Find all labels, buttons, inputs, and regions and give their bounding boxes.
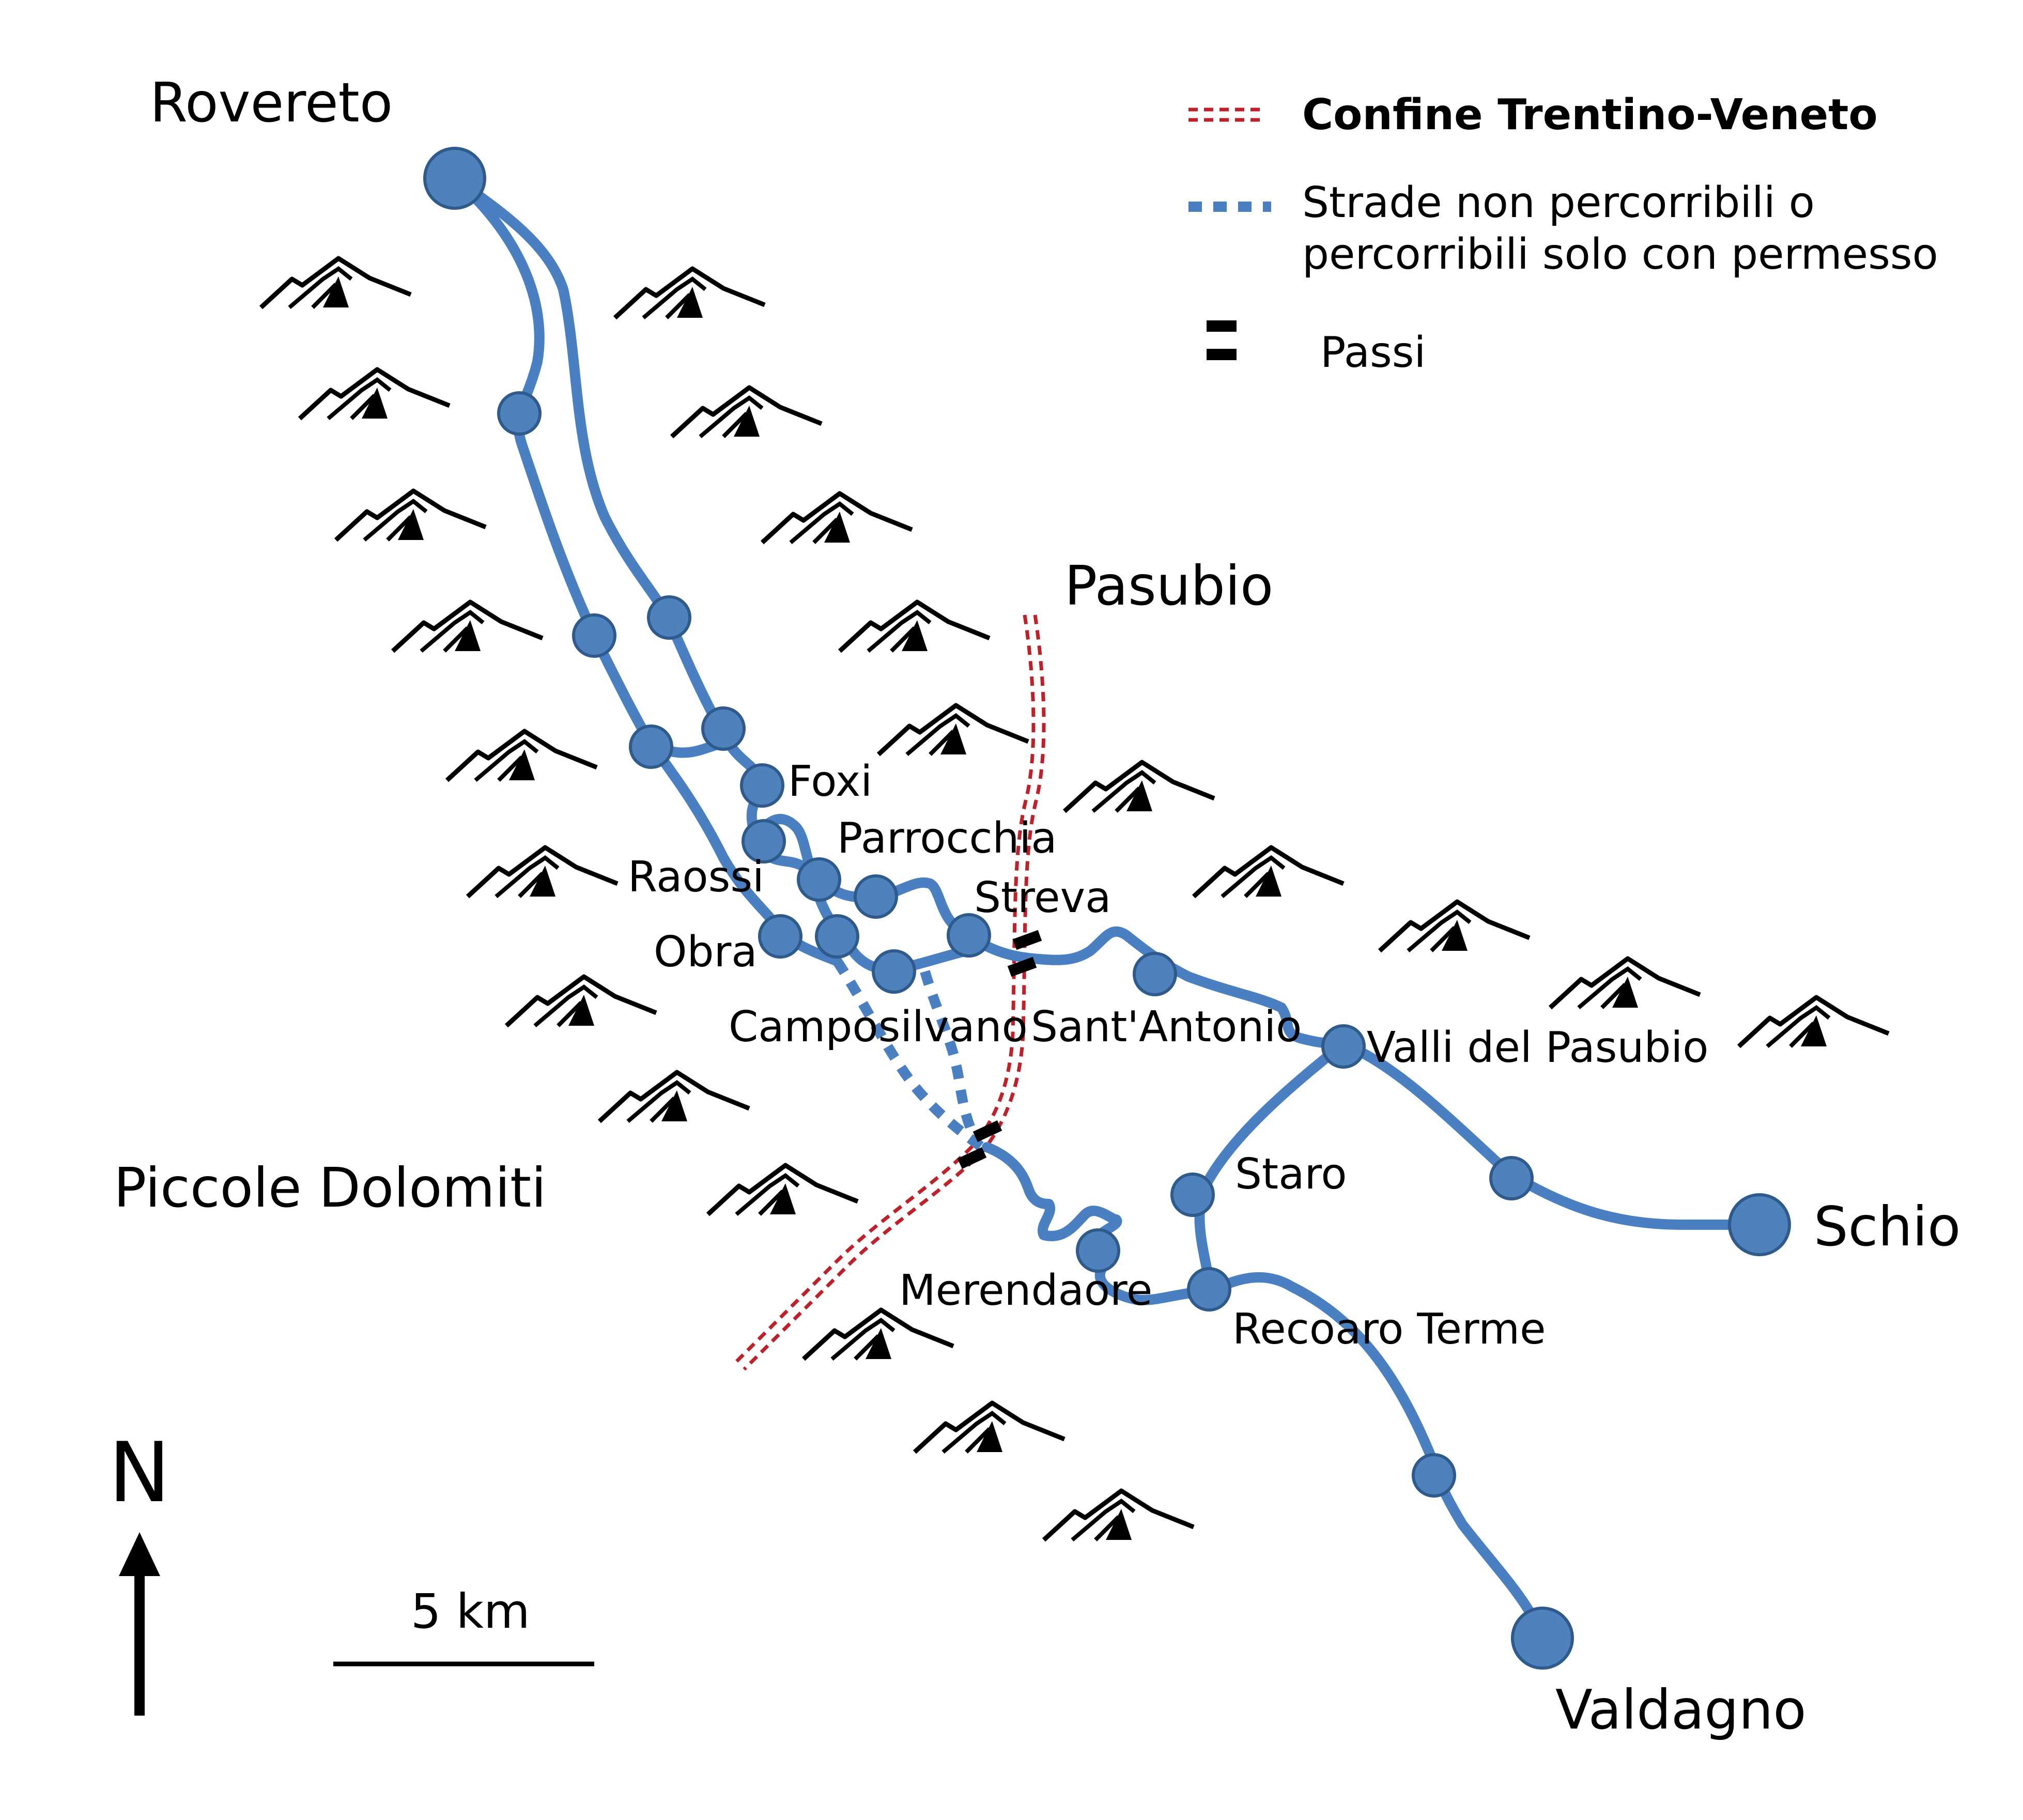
mountain-icon	[506, 977, 656, 1026]
label-parrocchia: Parrocchia	[837, 814, 1057, 863]
legend-pass-swatch	[1207, 320, 1237, 332]
mountain-icon	[1380, 902, 1530, 951]
mountain-icon	[615, 269, 765, 318]
label-pasubio: Pasubio	[1064, 554, 1273, 618]
pass-marker	[972, 1120, 1002, 1142]
scale-label: 5 km	[411, 1584, 530, 1639]
label-camposilvano: Camposilvano	[729, 1002, 1028, 1052]
node-rovereto	[423, 147, 486, 210]
node-recoaro-terme	[1187, 1267, 1231, 1312]
node	[572, 613, 616, 658]
node-sant-antonio	[1133, 952, 1177, 996]
node	[1412, 1453, 1456, 1498]
legend: Confine Trentino-Veneto Strade non perco…	[1188, 90, 1938, 377]
passes	[957, 930, 1042, 1169]
node-valli-del-pasubio	[1321, 1024, 1366, 1069]
pass-marker	[1012, 930, 1042, 950]
node-valdagno	[1511, 1607, 1574, 1670]
label-foxi: Foxi	[788, 757, 872, 806]
towns	[423, 147, 1791, 1670]
mountain-icon	[1194, 847, 1343, 897]
place-labels: Foxi Parrocchia Raossi Streva Obra Campo…	[628, 757, 1708, 1354]
node	[647, 595, 691, 640]
pass-marker	[1007, 957, 1037, 977]
node-foxi	[740, 763, 784, 808]
label-sant-antonio: Sant'Antonio	[1031, 1002, 1302, 1052]
legend-border-swatch	[1188, 107, 1266, 122]
north-label: N	[109, 1424, 171, 1521]
label-piccole-dolomiti: Piccole Dolomiti	[114, 1156, 546, 1220]
node-parrocchia	[854, 874, 898, 919]
label-obra: Obra	[654, 928, 758, 977]
node-merendaore	[1076, 1228, 1120, 1273]
regional-border	[732, 614, 1046, 1371]
mountain-icon	[708, 1165, 858, 1214]
mountain-icon	[878, 705, 1028, 754]
north-arrow: N	[109, 1424, 171, 1716]
mountain-icon	[1064, 762, 1214, 811]
node	[1489, 1156, 1534, 1200]
node-staro	[1170, 1173, 1215, 1217]
label-merendaore: Merendaore	[899, 1266, 1152, 1315]
node-obra	[758, 914, 802, 959]
legend-closed-road-label-2: percorribili solo con permesso	[1302, 230, 1938, 279]
mountain-icon	[336, 491, 486, 540]
node	[797, 857, 841, 902]
mountain-icon	[261, 258, 411, 307]
node-raossi	[742, 819, 786, 863]
label-valli-del-pasubio: Valli del Pasubio	[1367, 1023, 1708, 1072]
node-camposilvano	[872, 949, 916, 994]
north-arrowhead-icon	[119, 1532, 160, 1576]
mountain-icon	[915, 1403, 1064, 1452]
label-recoaro-terme: Recoaro Terme	[1232, 1305, 1546, 1354]
label-schio: Schio	[1814, 1195, 1960, 1258]
mountain-icon	[672, 388, 822, 437]
scale-bar: 5 km	[333, 1584, 594, 1667]
label-raossi: Raossi	[628, 853, 764, 902]
legend-pass-swatch	[1207, 349, 1237, 360]
mountain-icon	[804, 1310, 953, 1359]
legend-border-label: Confine Trentino-Veneto	[1302, 90, 1878, 140]
mountain-icon	[599, 1072, 749, 1121]
mountain-icon	[300, 369, 450, 419]
mountain-icon	[447, 731, 597, 780]
label-rovereto: Rovereto	[150, 71, 393, 134]
mountain-icon	[1739, 997, 1889, 1046]
mountain-icon	[468, 847, 617, 897]
node	[629, 724, 673, 769]
pass-marker	[957, 1147, 987, 1169]
label-valdagno: Valdagno	[1555, 1678, 1806, 1741]
node	[701, 706, 746, 751]
label-staro: Staro	[1235, 1150, 1347, 1199]
mountain-icon	[1044, 1491, 1194, 1540]
node	[815, 914, 859, 959]
legend-closed-road-label-1: Strade non percorribili o	[1302, 178, 1815, 227]
node	[497, 391, 542, 436]
node-schio	[1728, 1193, 1791, 1256]
mountain-icon	[840, 602, 990, 651]
label-streva: Streva	[974, 873, 1111, 922]
legend-pass-label: Passi	[1320, 328, 1426, 377]
region-labels: Rovereto Pasubio Piccole Dolomiti Schio …	[114, 71, 1960, 1741]
mountain-icon	[762, 493, 912, 543]
mountain-icon	[1550, 959, 1700, 1008]
node-streva	[947, 913, 991, 958]
mountain-icon	[393, 602, 543, 651]
